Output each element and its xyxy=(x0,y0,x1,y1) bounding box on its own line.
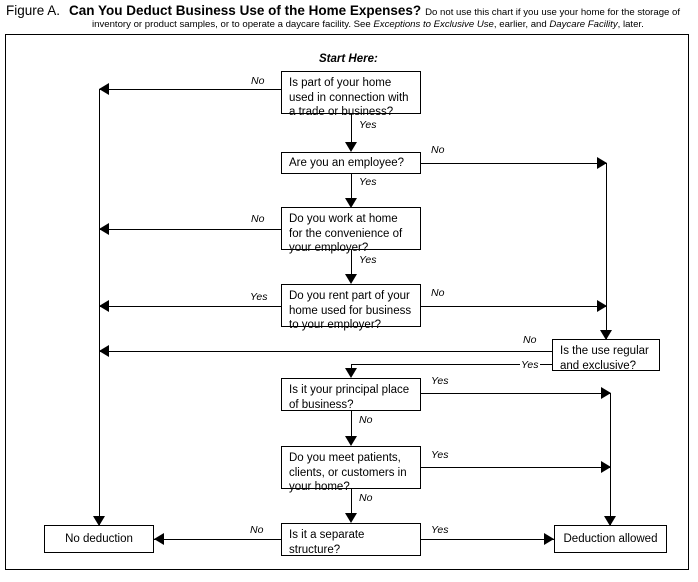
figure-caption: Figure A. Can You Deduct Business Use of … xyxy=(0,2,698,34)
edge-label-q8-no: No xyxy=(249,524,265,536)
edge-label-q4-no: No xyxy=(430,287,446,299)
edge-label-q2-yes: Yes xyxy=(358,176,378,188)
edge-q7-no-arrowhead xyxy=(345,513,357,523)
node-q7-line1: Do you meet patients, xyxy=(289,452,401,464)
edge-q1-no-line xyxy=(99,89,281,90)
edge-q4-yes-arrowhead xyxy=(99,300,109,312)
node-q3-box[interactable]: Do you work at home for the convenience … xyxy=(281,207,421,254)
edge-q2-yes-line xyxy=(351,174,352,199)
node-q6-line2: of business? xyxy=(289,398,354,411)
edge-label-q5-yes: Yes xyxy=(520,359,540,371)
edge-q8-no-arrowhead xyxy=(154,533,164,545)
node-q2-box[interactable]: Are you an employee? xyxy=(281,152,421,174)
node-q7-line2: clients, or customers in xyxy=(289,466,407,479)
edge-q5-yes-hline xyxy=(351,364,552,365)
edge-label-q4-yes: Yes xyxy=(249,291,269,303)
edge-q6-yes-line xyxy=(421,393,611,394)
figure-title: Can You Deduct Business Use of the Home … xyxy=(69,3,422,18)
node-q5-box[interactable]: Is the use regular and exclusive? xyxy=(552,339,660,372)
edge-q7-no-line xyxy=(351,489,352,515)
edge-q2-no-arrowhead xyxy=(597,157,607,169)
node-q7-box[interactable]: Do you meet patients, clients, or custom… xyxy=(281,446,421,493)
edge-q5-yes-vline xyxy=(351,364,352,370)
edge-q4-no-line xyxy=(421,306,607,307)
caption-line2-part1: inventory or product samples, or to oper… xyxy=(92,19,374,30)
node-q3-line1: Do you work at home xyxy=(289,213,398,225)
node-q4-line1: Do you rent part of your xyxy=(289,290,410,302)
edge-q5-yes-arrowhead xyxy=(345,368,357,378)
edge-label-q1-yes: Yes xyxy=(358,119,378,131)
edge-q1-yes-arrowhead xyxy=(345,142,357,152)
edge-label-q8-yes: Yes xyxy=(430,524,450,536)
node-deduction-allowed-box[interactable]: Deduction allowed xyxy=(554,525,667,553)
edge-q3-no-line xyxy=(99,229,281,230)
edge-q6-no-line xyxy=(351,411,352,438)
caption-ref-exceptions: Exceptions to Exclusive Use xyxy=(373,19,494,30)
left-spine-arrow-into-no-deduction xyxy=(93,516,105,526)
right-spine-upper-line xyxy=(606,163,607,340)
node-q5-line2: and exclusive? xyxy=(560,359,637,372)
edge-label-q3-yes: Yes xyxy=(358,254,378,266)
edge-q1-no-arrowhead xyxy=(99,83,109,95)
right-spine-arrow-into-q5 xyxy=(600,330,612,340)
node-q7-line3: your home? xyxy=(289,481,350,493)
flowchart-frame: Start Here: Is part of your home used in… xyxy=(5,34,689,570)
edge-q8-no-line xyxy=(154,539,281,540)
node-q2-line1: Are you an employee? xyxy=(289,157,405,169)
edge-q4-no-arrowhead xyxy=(597,300,607,312)
edge-label-q6-yes: Yes xyxy=(430,375,450,387)
node-q6-line1: Is it your principal place xyxy=(289,384,410,396)
edge-q1-yes-line xyxy=(351,114,352,143)
edge-q3-yes-arrowhead xyxy=(345,274,357,284)
edge-q7-yes-arrowhead xyxy=(601,461,611,473)
node-q1-box[interactable]: Is part of your home used in connection … xyxy=(281,71,421,118)
node-q6-box[interactable]: Is it your principal place of business? xyxy=(281,378,421,411)
edge-q8-yes-line xyxy=(421,539,554,540)
node-q1-line3: a trade or business? xyxy=(289,106,394,118)
node-q3-line2: for the convenience of xyxy=(289,227,403,240)
edge-q6-no-arrowhead xyxy=(345,436,357,446)
edge-q6-yes-arrowhead xyxy=(601,387,611,399)
edge-label-q7-no: No xyxy=(358,492,374,504)
right-spine-arrow-into-deduction-allowed xyxy=(604,516,616,526)
edge-q4-yes-line xyxy=(99,306,281,307)
caption-line2-part2: , earlier, and xyxy=(493,19,550,30)
edge-label-q2-no: No xyxy=(430,144,446,156)
node-q5-line1: Is the use regular xyxy=(560,345,649,357)
caption-lead-text: Do not use this chart if you use your ho… xyxy=(425,7,681,18)
edge-label-q1-no: No xyxy=(250,75,266,87)
edge-label-q6-no: No xyxy=(358,414,374,426)
edge-q5-no-arrowhead xyxy=(99,345,109,357)
edge-q3-no-arrowhead xyxy=(99,223,109,235)
edge-q8-yes-arrowhead xyxy=(544,533,554,545)
figure-label: Figure A. xyxy=(6,3,61,18)
edge-q2-no-line xyxy=(421,163,607,164)
edge-q5-no-line xyxy=(99,351,552,352)
node-q4-line2: home used for business xyxy=(289,304,412,317)
edge-q7-yes-line xyxy=(421,467,611,468)
caption-line2-part3: , later. xyxy=(617,19,644,30)
caption-line-2: inventory or product samples, or to oper… xyxy=(92,19,644,30)
node-no-deduction-label: No deduction xyxy=(65,532,133,545)
node-q8-line1: Is it a separate xyxy=(289,529,365,541)
right-spine-lower-line xyxy=(610,393,611,526)
node-q1-line2: used in connection with xyxy=(289,91,409,104)
edge-q2-yes-arrowhead xyxy=(345,198,357,208)
node-deduction-allowed-label: Deduction allowed xyxy=(563,532,658,545)
node-q4-box[interactable]: Do you rent part of your home used for b… xyxy=(281,284,421,331)
caption-ref-daycare: Daycare Facility xyxy=(549,19,618,30)
node-q8-line2: structure? xyxy=(289,543,341,556)
node-q1-line1: Is part of your home xyxy=(289,77,392,89)
edge-label-q3-no: No xyxy=(250,213,266,225)
node-q8-box[interactable]: Is it a separate structure? xyxy=(281,523,421,556)
start-here-label: Start Here: xyxy=(319,53,378,65)
edge-label-q7-yes: Yes xyxy=(430,449,450,461)
node-q3-line3: your employer? xyxy=(289,242,369,254)
edge-label-q5-no: No xyxy=(522,334,538,346)
node-no-deduction-box[interactable]: No deduction xyxy=(44,525,154,553)
edge-q3-yes-line xyxy=(351,250,352,276)
caption-line-1: Figure A. Can You Deduct Business Use of … xyxy=(6,2,680,20)
node-q4-line3: to your employer? xyxy=(289,319,382,331)
